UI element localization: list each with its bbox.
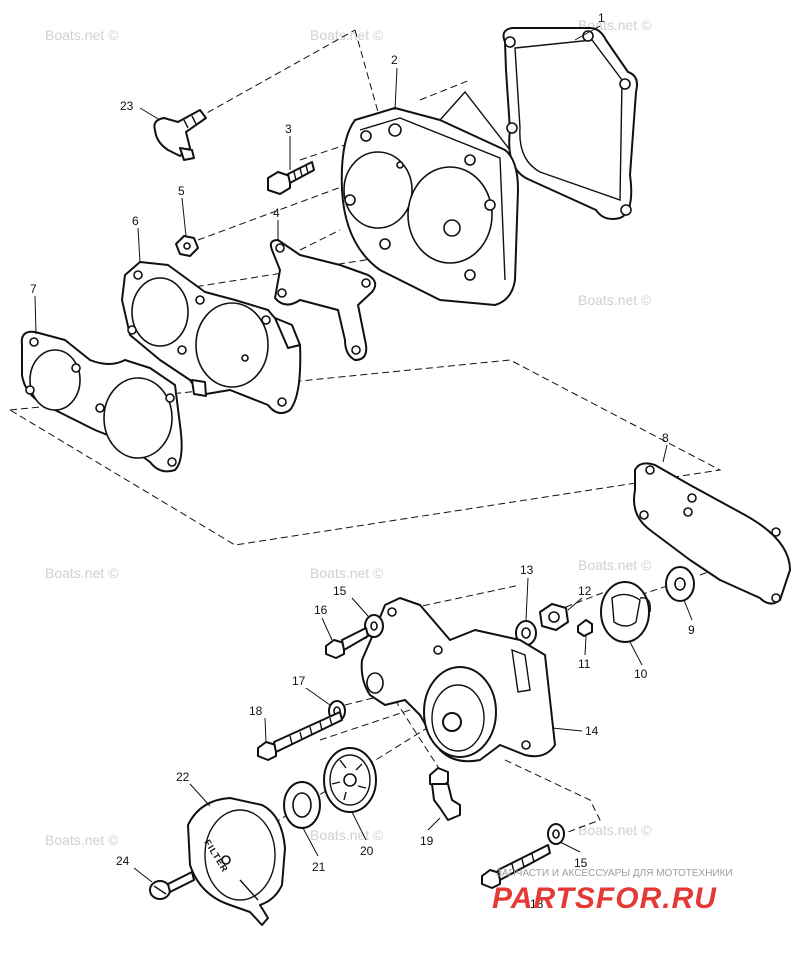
callout-13: 13	[520, 563, 534, 577]
part-20-impeller-plate	[323, 747, 377, 813]
watermark: Boats.net ©	[310, 565, 384, 581]
brand-name: PARTSFOR.RU	[492, 882, 717, 915]
assembly-line	[319, 704, 426, 741]
callout-23: 23	[120, 99, 134, 113]
assembly-line	[639, 584, 671, 596]
brand-watermark: ЗАПЧАСТИ И АКСЕССУАРЫ ДЛЯ МОТОТЕХНИКИ PA…	[492, 868, 733, 915]
assembly-line	[197, 29, 356, 119]
callout-5: 5	[178, 184, 185, 198]
watermark: Boats.net ©	[578, 292, 652, 308]
assembly-line	[9, 359, 722, 546]
callout-15: 15	[333, 584, 347, 598]
callout-19: 19	[420, 834, 434, 848]
part-3-bolt	[267, 161, 315, 195]
part-12-nut	[539, 603, 569, 631]
part-19-fitting	[429, 767, 461, 821]
part-18-long-bolt-lower	[481, 844, 551, 889]
part-6-housing-cover	[121, 261, 302, 415]
part-15-washer-lower	[547, 823, 565, 845]
callout-15-lower: 15	[574, 856, 588, 870]
watermark-layer: Boats.net © Boats.net © Boats.net © Boat…	[45, 17, 652, 848]
assembly-line	[504, 759, 601, 836]
assembly-line	[299, 144, 346, 161]
brand-tagline: ЗАПЧАСТИ И АКСЕССУАРЫ ДЛЯ МОТОТЕХНИКИ	[496, 868, 733, 879]
callout-4: 4	[273, 206, 280, 220]
callout-22: 22	[176, 770, 190, 784]
part-16-bolt	[325, 627, 369, 659]
part-23-elbow-fitting	[153, 109, 207, 161]
part-5-nut	[175, 235, 199, 257]
callout-18: 18	[249, 704, 263, 718]
callout-12: 12	[578, 584, 592, 598]
part-2-pump-plate	[340, 90, 519, 306]
part-10-thermostat	[600, 581, 651, 643]
part-14-pump-housing	[360, 597, 556, 763]
callout-17: 17	[292, 674, 306, 688]
part-24-screw	[149, 871, 195, 900]
assembly-line	[197, 179, 361, 241]
part-8-lower-gasket	[633, 462, 791, 605]
part-1-gasket	[502, 27, 638, 220]
callout-10: 10	[634, 667, 648, 681]
assembly-line	[394, 699, 441, 771]
part-22-filter-cover: FILTER	[187, 797, 286, 926]
part-11-small-screw	[577, 619, 593, 637]
callout-9: 9	[688, 623, 695, 637]
leader-lines	[34, 25, 693, 883]
callout-8: 8	[662, 431, 669, 445]
callout-21: 21	[312, 860, 326, 874]
part-18-long-bolt	[257, 711, 343, 761]
part-21-ring	[283, 781, 321, 829]
watermark: Boats.net ©	[45, 832, 119, 848]
callout-24: 24	[116, 854, 130, 868]
watermark: Boats.net ©	[578, 822, 652, 838]
callout-6: 6	[132, 214, 139, 228]
callouts: 1 2 3 4 5 6 7 8 9 10 11 12 13 14 15 15 1…	[30, 11, 695, 911]
assembly-line	[299, 229, 341, 251]
assembly-line	[354, 29, 379, 113]
watermark: Boats.net ©	[45, 27, 119, 43]
callout-16: 16	[314, 603, 328, 617]
callout-7: 7	[30, 282, 37, 296]
callout-3: 3	[285, 122, 292, 136]
assembly-line	[419, 79, 471, 101]
part-9-washer	[665, 566, 695, 602]
callout-14: 14	[585, 724, 599, 738]
callout-2: 2	[391, 53, 398, 67]
part-15-washer	[364, 614, 384, 638]
part-7-gasket	[20, 330, 183, 473]
callout-1: 1	[598, 11, 605, 25]
watermark: Boats.net ©	[578, 557, 652, 573]
callout-11: 11	[578, 657, 591, 671]
callout-18-lower: 18	[530, 897, 544, 911]
callout-20: 20	[360, 844, 374, 858]
watermark: Boats.net ©	[45, 565, 119, 581]
watermark: Boats.net ©	[310, 827, 384, 843]
